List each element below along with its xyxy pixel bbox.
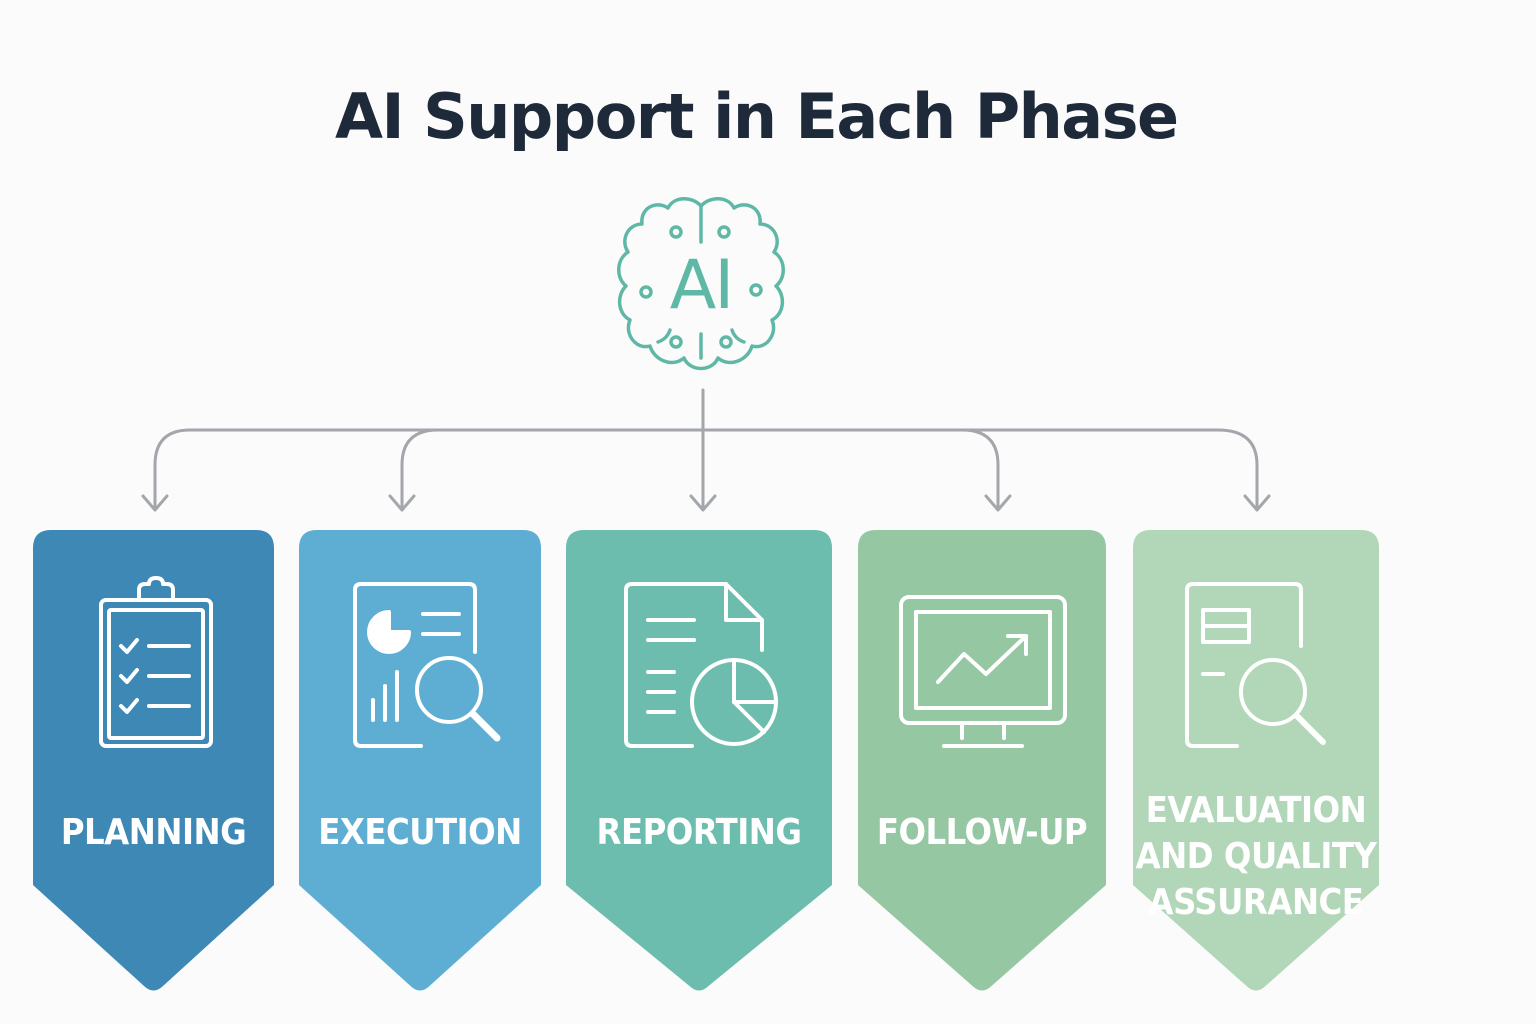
phase-label-line: EVALUATION <box>1145 790 1367 831</box>
phase-label: EXECUTION <box>318 812 522 853</box>
arrowhead-execution <box>388 494 416 512</box>
clipboard-checklist-icon <box>99 576 213 748</box>
phase-banner-shape <box>1133 530 1379 991</box>
phase-label-line: AND QUALITY <box>1135 836 1377 877</box>
arrowhead-followup <box>984 494 1012 512</box>
arrowhead-evaluation <box>1243 494 1271 512</box>
phase-label: REPORTING <box>596 812 802 853</box>
connector-evaluation <box>1216 428 1259 510</box>
phase-follow-up: FOLLOW-UP <box>858 530 1106 996</box>
connector-execution <box>400 428 440 510</box>
document-pie-chart-icon <box>624 582 778 748</box>
arrowhead-reporting <box>689 494 717 512</box>
document-magnifier-icon <box>1185 582 1326 748</box>
phase-label: EVALUATION AND QUALITY ASSURANCE <box>1133 788 1379 926</box>
connector-followup <box>960 428 1000 510</box>
phase-label: PLANNING <box>60 812 247 853</box>
report-magnifier-icon <box>353 582 501 748</box>
phase-evaluation: EVALUATION AND QUALITY ASSURANCE <box>1133 530 1379 996</box>
phase-reporting: REPORTING <box>566 530 832 996</box>
phase-banner-shape <box>33 530 274 991</box>
phase-planning: PLANNING <box>33 530 274 996</box>
phase-banner-shape <box>566 530 832 991</box>
phase-label: FOLLOW-UP <box>876 812 1088 853</box>
monitor-trend-icon <box>899 595 1067 748</box>
diagram-title: AI Support in Each Phase <box>335 80 1179 153</box>
phase-banner-shape <box>858 530 1106 991</box>
connector-planning <box>153 428 192 510</box>
phase-execution: EXECUTION <box>299 530 541 996</box>
hub-label: AI <box>669 246 735 325</box>
arrowhead-planning <box>141 494 169 512</box>
phase-banner-shape <box>299 530 541 991</box>
phase-label-line: ASSURANCE <box>1148 882 1364 923</box>
brain-icon <box>617 197 785 371</box>
